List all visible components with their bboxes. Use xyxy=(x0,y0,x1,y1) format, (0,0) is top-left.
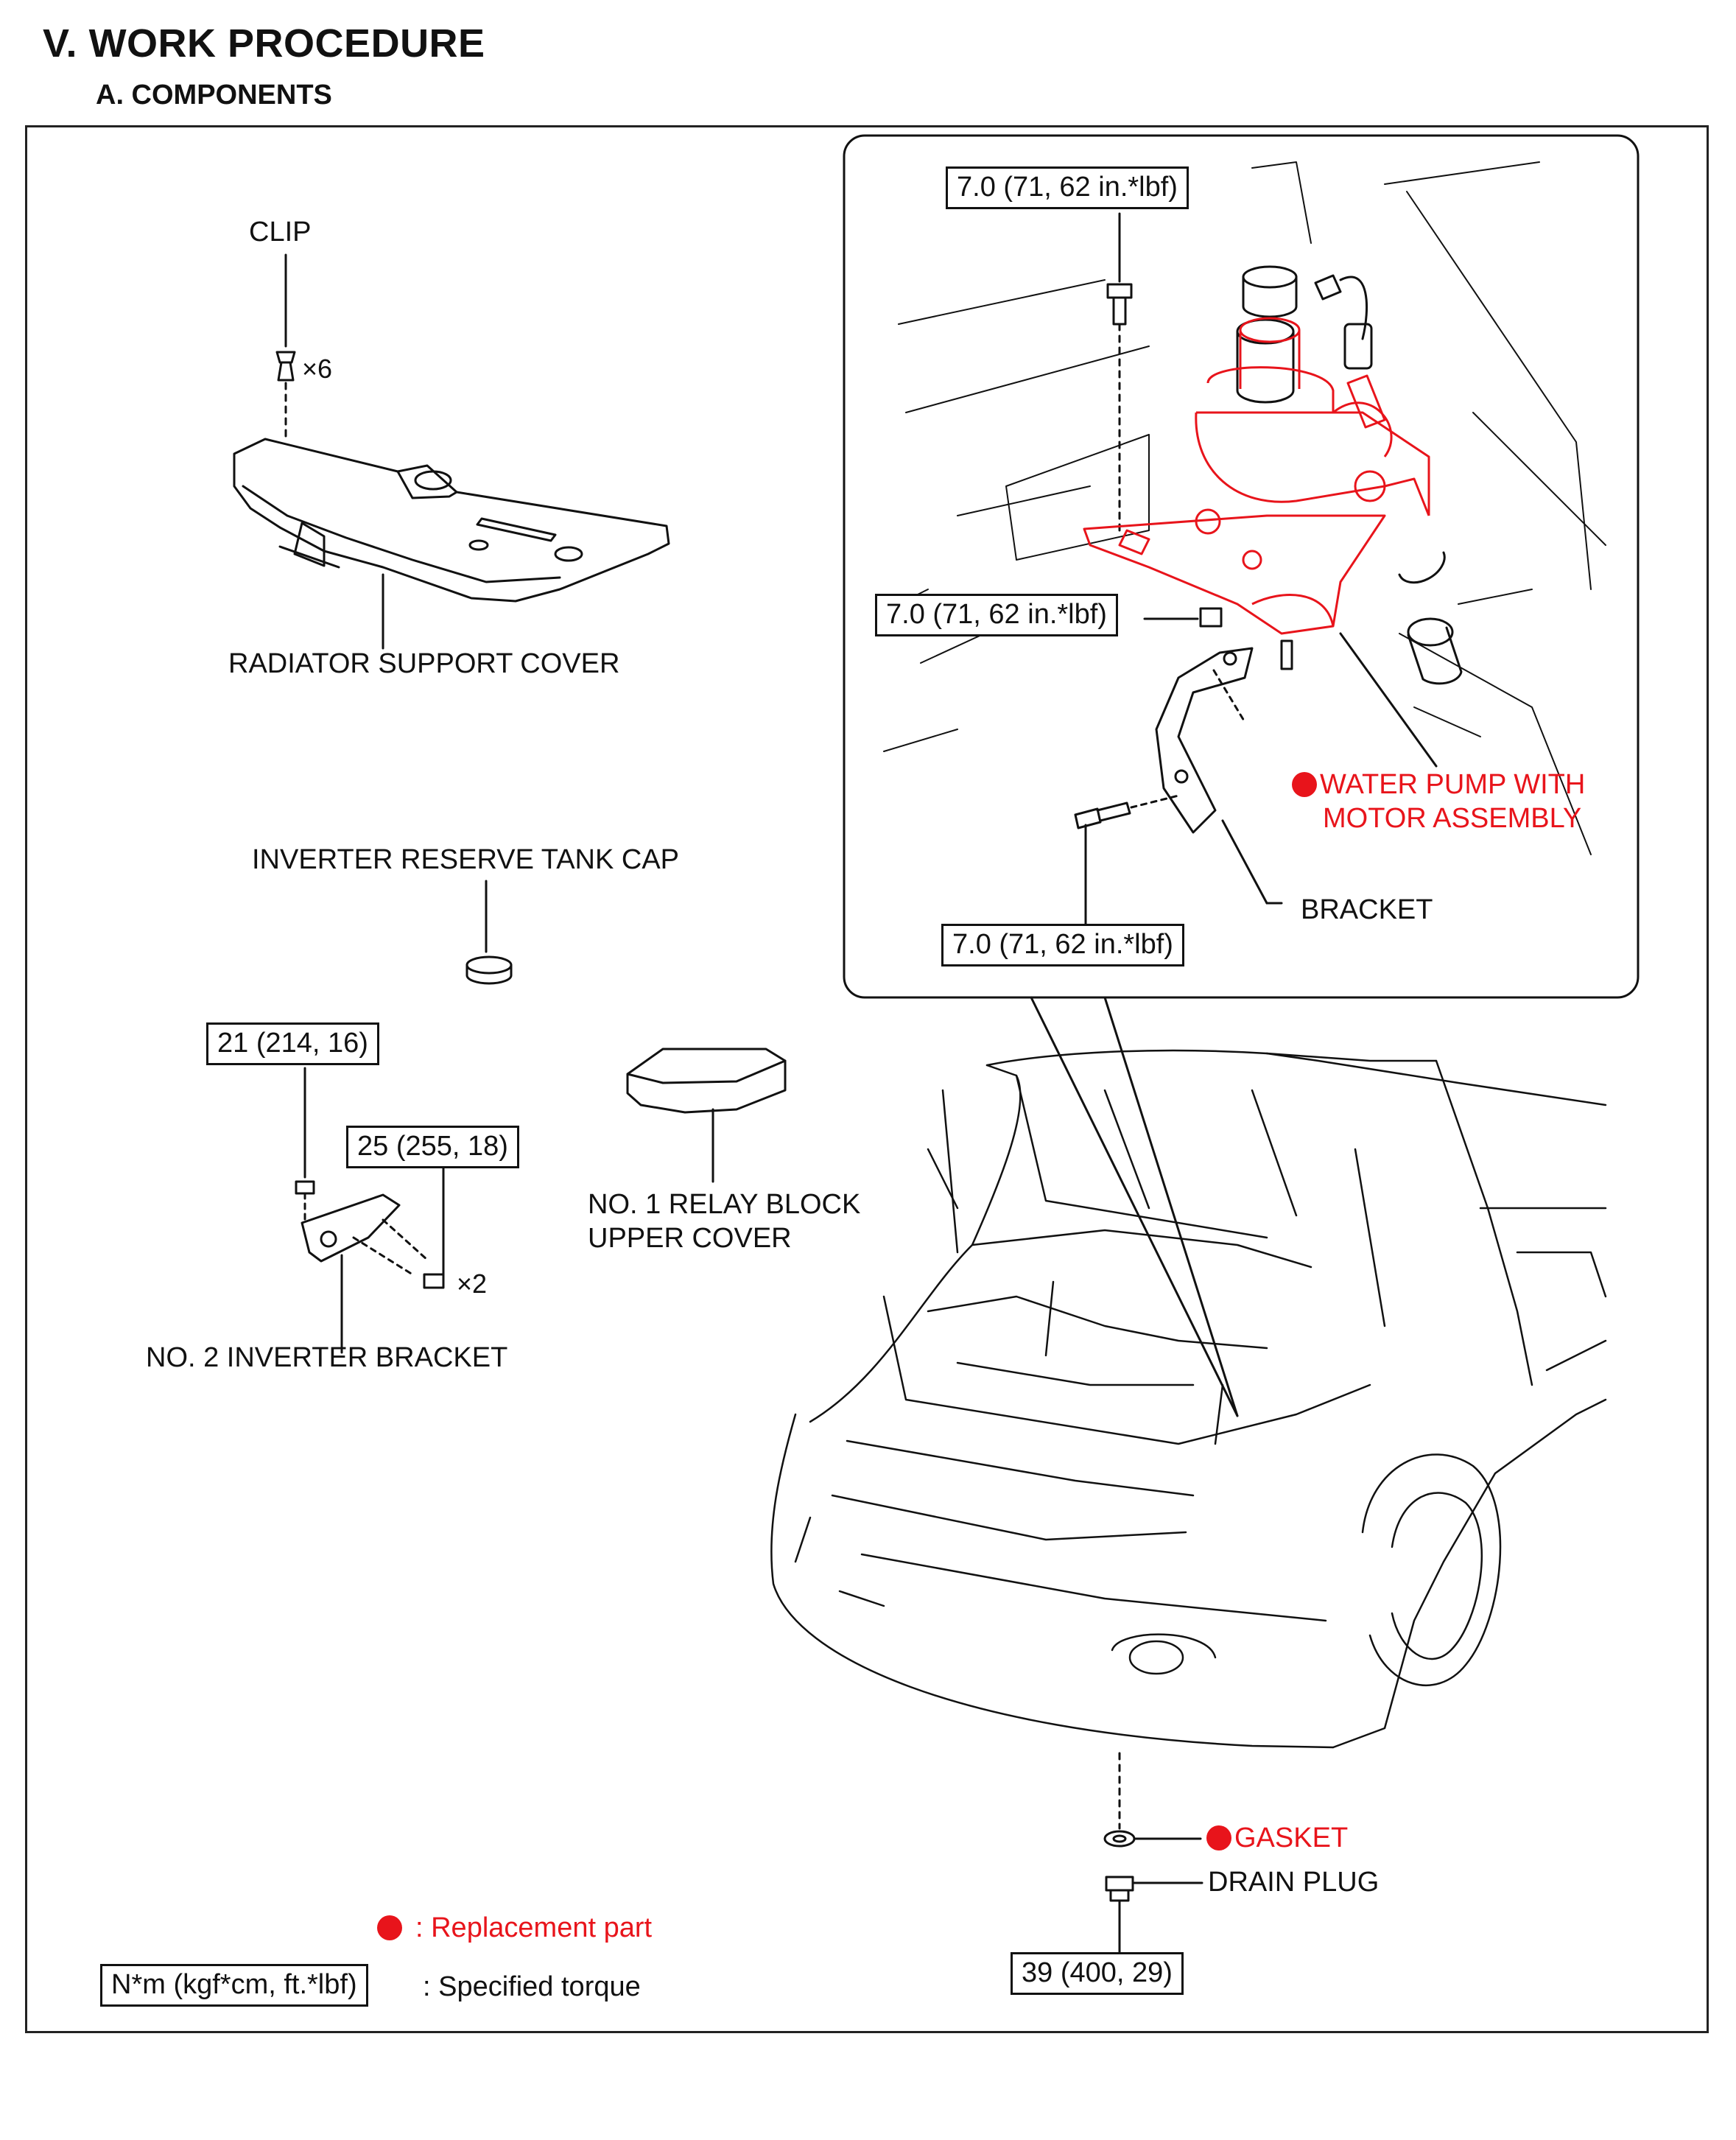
diagram-frame xyxy=(25,125,1709,2033)
torque-inverter-bracket-bolt: 21 (214, 16) xyxy=(206,1022,379,1065)
replacement-dot-icon xyxy=(1206,1825,1231,1850)
subsection-title: A. COMPONENTS xyxy=(96,80,332,110)
replacement-dot-icon xyxy=(377,1915,402,1940)
legend-replacement: : Replacement part xyxy=(377,1912,652,1945)
bolt-qty: ×2 xyxy=(457,1269,488,1299)
torque-drain-plug: 39 (400, 29) xyxy=(1011,1952,1184,1995)
tank-cap-label: INVERTER RESERVE TANK CAP xyxy=(252,844,680,875)
relay-block-cover-icon xyxy=(626,1048,787,1183)
torque-inverter-bracket-nuts: 25 (255, 18) xyxy=(346,1126,519,1168)
tank-cap-icon xyxy=(465,880,513,985)
vehicle-icon xyxy=(770,1049,1607,1749)
radiator-support-cover-label: RADIATOR SUPPORT COVER xyxy=(228,648,620,679)
torque-pump-bottom: 7.0 (71, 62 in.*lbf) xyxy=(941,924,1184,966)
torque-pump-middle: 7.0 (71, 62 in.*lbf) xyxy=(875,594,1118,636)
replacement-dot-icon xyxy=(1292,772,1317,797)
torque-pump-top: 7.0 (71, 62 in.*lbf) xyxy=(946,166,1189,209)
water-pump-callout-box xyxy=(843,134,1640,999)
water-pump-label-line1: WATER PUMP WITH xyxy=(1292,769,1585,801)
inverter-bracket-icon xyxy=(295,1067,445,1354)
water-pump-icon xyxy=(1083,317,1430,635)
clip-qty: ×6 xyxy=(302,354,333,384)
bracket-label: BRACKET xyxy=(1301,894,1433,925)
section-title: V. WORK PROCEDURE xyxy=(43,21,485,66)
legend-torque-text: : Specified torque xyxy=(423,1971,641,2002)
legend-torque-box: N*m (kgf*cm, ft.*lbf) xyxy=(100,1964,368,2007)
relay-block-label-line1: NO. 1 RELAY BLOCK xyxy=(588,1189,861,1220)
drain-plug-label: DRAIN PLUG xyxy=(1208,1867,1380,1898)
radiator-support-cover-icon xyxy=(233,438,670,650)
water-pump-label-line2: MOTOR ASSEMBLY xyxy=(1323,803,1582,834)
inverter-bracket-label: NO. 2 INVERTER BRACKET xyxy=(146,1342,508,1373)
clip-label: CLIP xyxy=(249,217,312,248)
clip-icon xyxy=(275,253,296,443)
gasket-label: GASKET xyxy=(1206,1822,1348,1855)
relay-block-label-line2: UPPER COVER xyxy=(588,1223,792,1254)
